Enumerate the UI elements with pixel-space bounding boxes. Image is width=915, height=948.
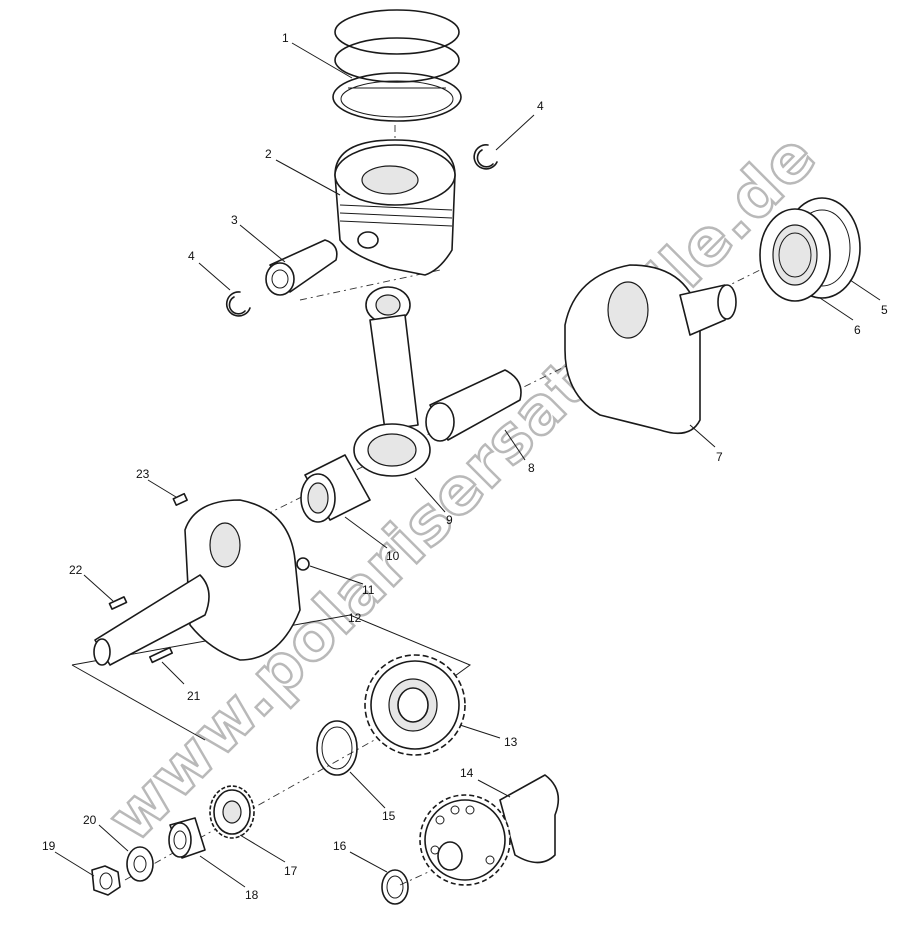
- crank-pin: [425, 369, 522, 442]
- callout-7: 7: [716, 450, 723, 464]
- piston: [334, 139, 456, 276]
- callout-2: 2: [265, 147, 272, 161]
- balancer-washer: [381, 869, 409, 905]
- callout-15: 15: [382, 809, 396, 823]
- circlip-left: [225, 291, 251, 317]
- connecting-rod: [353, 286, 431, 477]
- callout-1: 1: [282, 31, 289, 45]
- callout-10: 10: [386, 549, 400, 563]
- callout-22: 22: [69, 563, 83, 577]
- callout-16: 16: [333, 839, 347, 853]
- shim-washer: [316, 720, 358, 776]
- callout-numbers: 1 2 3 4 4 5 6 7 8 9 10 11 12 13 14 15 16…: [42, 31, 888, 902]
- check-ball: [296, 557, 310, 571]
- balancer-shaft-gear: [419, 774, 560, 886]
- callout-23: 23: [136, 467, 150, 481]
- crankshaft-left-half: [93, 499, 301, 666]
- callout-5: 5: [881, 303, 888, 317]
- hex-nut: [91, 865, 121, 896]
- callout-19: 19: [42, 839, 56, 853]
- callout-14: 14: [460, 766, 474, 780]
- drive-gear: [209, 785, 255, 839]
- callout-4-lower: 4: [188, 249, 195, 263]
- callout-20: 20: [83, 813, 97, 827]
- spacer-collar: [168, 817, 206, 859]
- callout-21: 21: [187, 689, 201, 703]
- crankshaft-right-half: [564, 264, 737, 435]
- callout-17: 17: [284, 864, 298, 878]
- dowel-pin: [148, 646, 174, 664]
- callout-18: 18: [245, 888, 259, 902]
- crank-gear: [364, 654, 466, 756]
- flat-washer: [126, 846, 154, 882]
- circlip-right: [473, 144, 498, 170]
- piston-rings: [332, 9, 462, 122]
- callout-11: 11: [362, 583, 375, 597]
- callout-3: 3: [231, 213, 238, 227]
- callout-9: 9: [446, 513, 453, 527]
- callout-8: 8: [528, 461, 535, 475]
- callout-13: 13: [504, 735, 518, 749]
- needle-bearing: [300, 454, 371, 523]
- piston-pin: [265, 239, 338, 296]
- callout-12: 12: [348, 611, 362, 625]
- leader-lines: [54, 42, 881, 888]
- woodruff-key: [108, 596, 128, 610]
- callout-4-upper: 4: [537, 99, 544, 113]
- watermark: www.polarisersatzteile.de: [94, 120, 831, 857]
- main-bearing-inner: [759, 208, 831, 302]
- small-pin: [172, 492, 188, 506]
- callout-6: 6: [854, 323, 861, 337]
